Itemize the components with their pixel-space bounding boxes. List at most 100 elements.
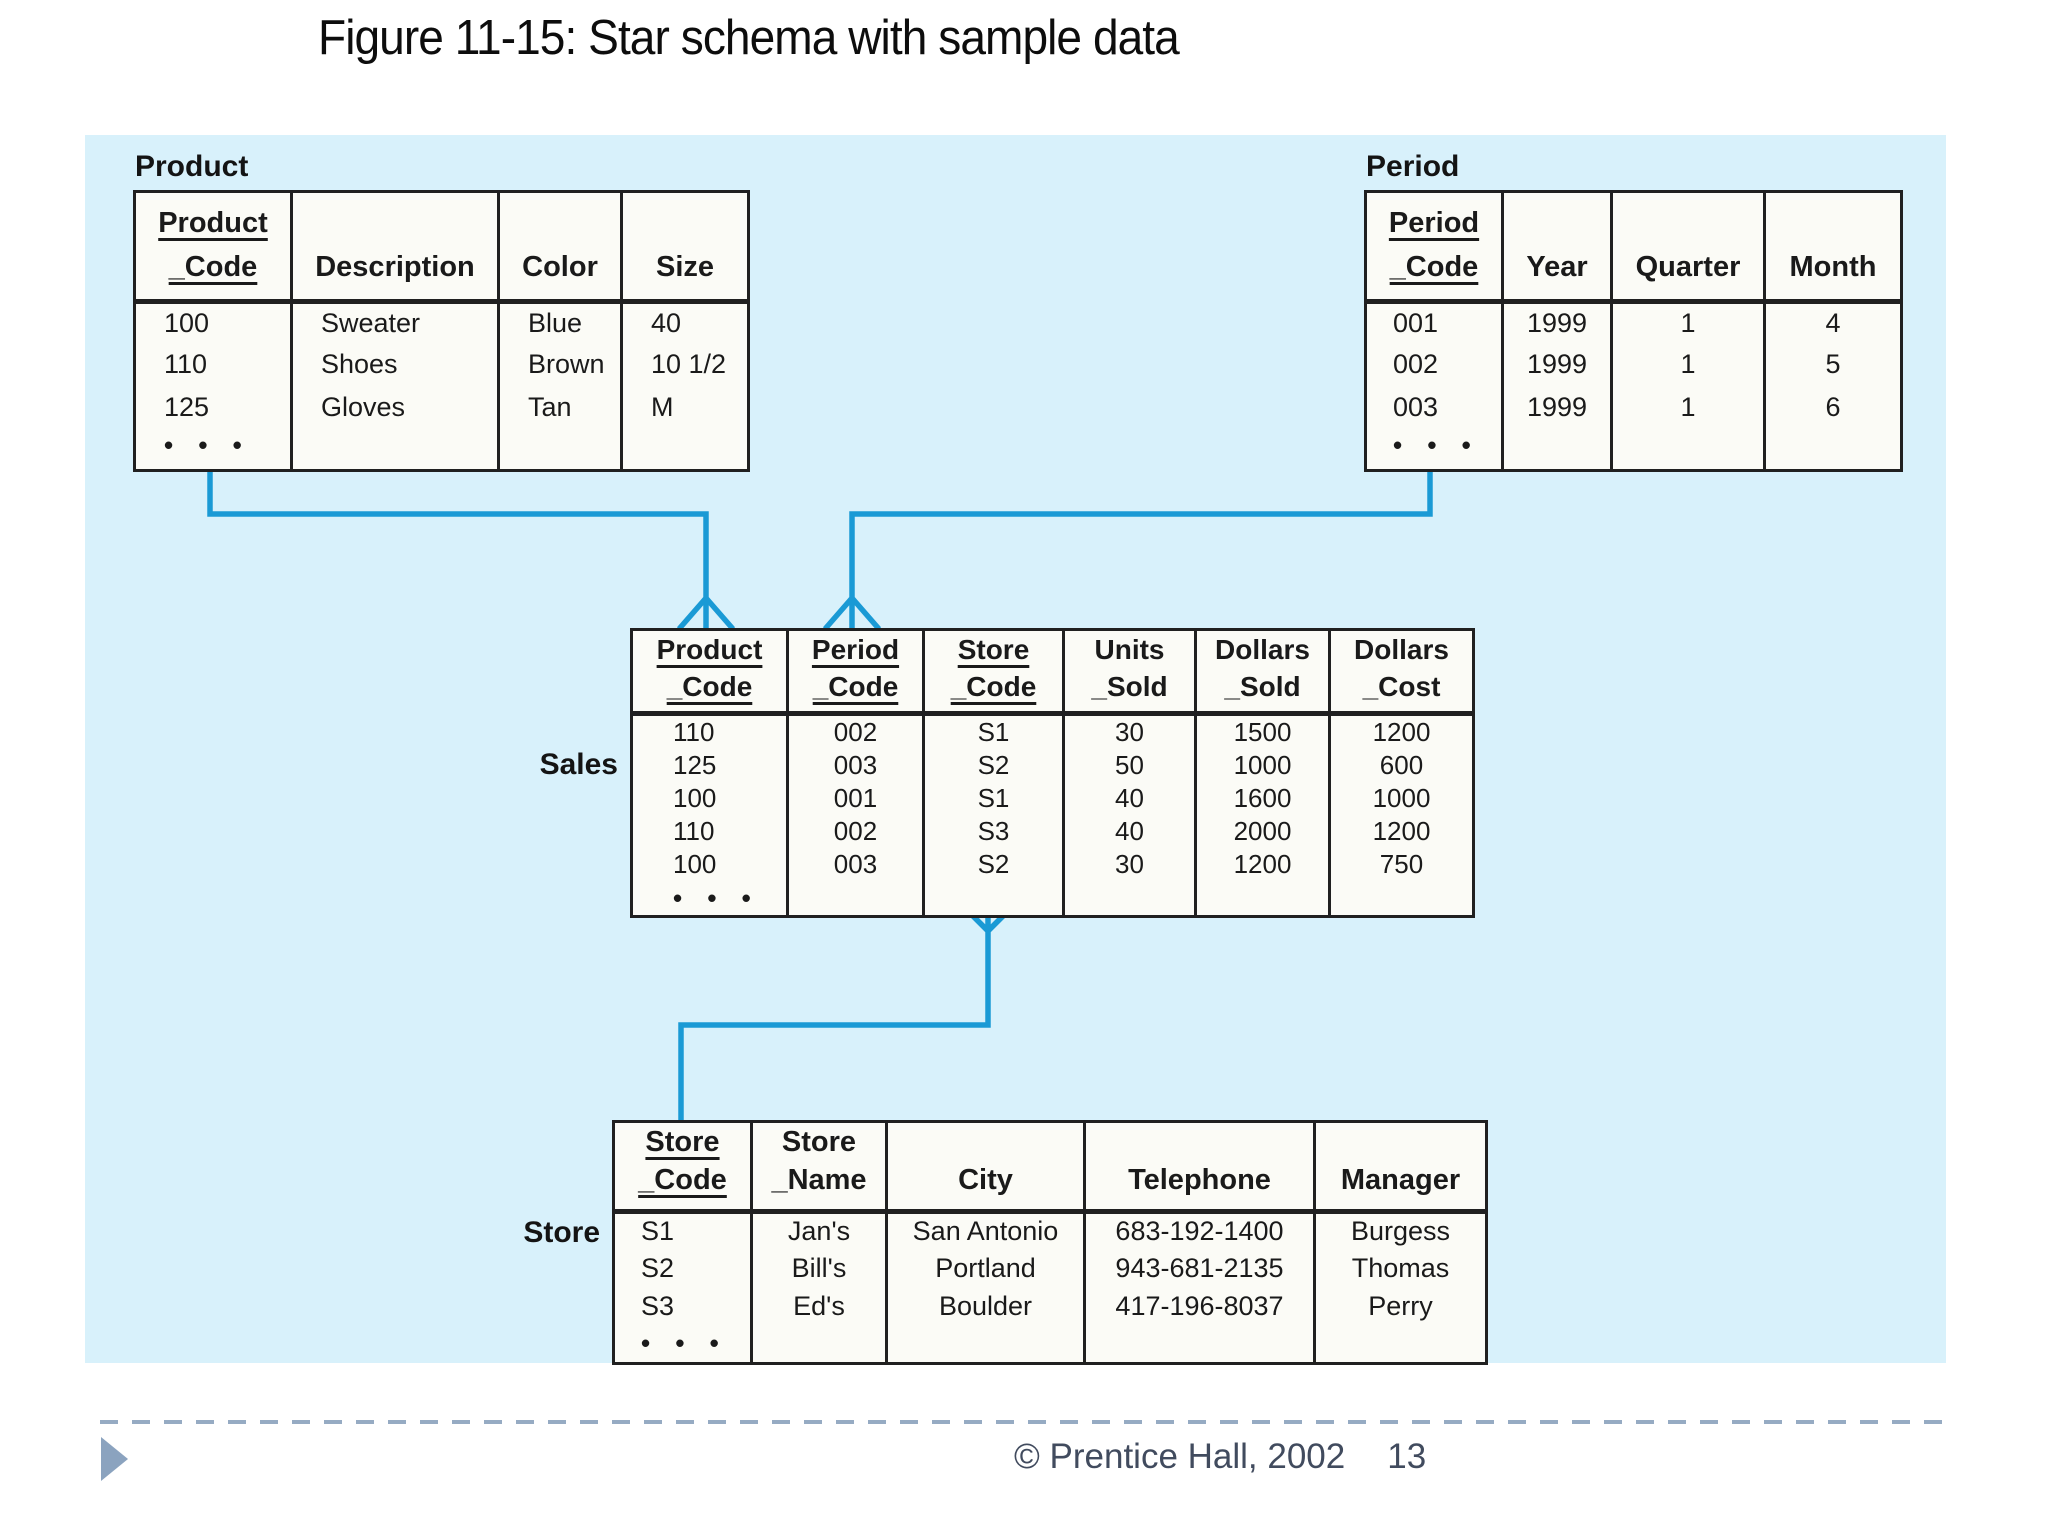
table-cell: 683-192-1400 bbox=[1083, 1210, 1316, 1250]
table-cell: San Antonio bbox=[885, 1210, 1086, 1250]
table-cell: 1 bbox=[1610, 386, 1766, 429]
table-cell: 110 bbox=[630, 712, 789, 749]
column-header: Dollars_Cost bbox=[1328, 628, 1475, 716]
column-header: Product_Code bbox=[630, 628, 789, 716]
table-cell: 1999 bbox=[1501, 299, 1613, 344]
table-cell: Jan's bbox=[750, 1210, 888, 1250]
table-cell: 002 bbox=[1364, 343, 1504, 386]
connector-period-sales bbox=[822, 470, 1433, 631]
table-cell: 110 bbox=[630, 815, 789, 848]
store-table-label: Store bbox=[523, 1216, 600, 1249]
table-cell bbox=[922, 881, 1065, 918]
table-cell bbox=[1194, 881, 1331, 918]
table-cell: 1200 bbox=[1328, 712, 1475, 749]
table-cell: S2 bbox=[612, 1249, 753, 1288]
table-cell: S3 bbox=[922, 815, 1065, 848]
table-cell: S1 bbox=[612, 1210, 753, 1250]
table-cell: 1000 bbox=[1328, 782, 1475, 815]
column-header: Telephone bbox=[1083, 1120, 1316, 1214]
table-cell: S2 bbox=[922, 749, 1065, 782]
table-cell: S2 bbox=[922, 848, 1065, 881]
ellipsis-row: • • • bbox=[133, 428, 750, 473]
column-header: Quarter bbox=[1610, 190, 1766, 304]
table-cell: 1200 bbox=[1194, 848, 1331, 881]
page-number: 13 bbox=[1387, 1437, 1427, 1476]
table-cell: 417-196-8037 bbox=[1083, 1287, 1316, 1326]
table-cell: 001 bbox=[786, 782, 925, 815]
table-cell bbox=[1763, 428, 1903, 473]
table-cell: 1600 bbox=[1194, 782, 1331, 815]
connector-product-sales bbox=[207, 470, 736, 631]
table-cell: 2000 bbox=[1194, 815, 1331, 848]
table-cell: Gloves bbox=[290, 386, 500, 429]
table-cell bbox=[290, 428, 500, 473]
ellipsis-row: • • • bbox=[1364, 428, 1903, 473]
ellipsis: • • • bbox=[1364, 428, 1504, 473]
column-header: Store_Code bbox=[922, 628, 1065, 716]
column-header: City bbox=[885, 1120, 1086, 1214]
table-cell: 125 bbox=[630, 749, 789, 782]
table-cell: 125 bbox=[133, 386, 293, 429]
table-cell: 30 bbox=[1062, 848, 1197, 881]
table-cell bbox=[1062, 881, 1197, 918]
column-header: Period_Code bbox=[786, 628, 925, 716]
table-cell bbox=[1083, 1325, 1316, 1365]
table-cell: Thomas bbox=[1313, 1249, 1488, 1288]
slide-nav-arrow-icon[interactable] bbox=[101, 1437, 128, 1481]
table-cell: Brown bbox=[497, 343, 623, 386]
table-cell: 110 bbox=[133, 343, 293, 386]
table-cell: 1200 bbox=[1328, 815, 1475, 848]
period-table-label: Period bbox=[1366, 150, 1460, 183]
ellipsis-row: • • • bbox=[630, 881, 1475, 918]
table-cell bbox=[1328, 881, 1475, 918]
table-cell: 100 bbox=[630, 782, 789, 815]
table-cell: 001 bbox=[1364, 299, 1504, 344]
column-header: Year bbox=[1501, 190, 1613, 304]
table-cell bbox=[620, 428, 750, 473]
column-header: Manager bbox=[1313, 1120, 1488, 1214]
column-header: Product_Code bbox=[133, 190, 293, 304]
table-cell: 40 bbox=[1062, 815, 1197, 848]
table-cell: 10 1/2 bbox=[620, 343, 750, 386]
footer-divider bbox=[100, 1420, 1945, 1424]
table-cell: S3 bbox=[612, 1287, 753, 1326]
table-cell: 40 bbox=[620, 299, 750, 344]
table-cell bbox=[497, 428, 623, 473]
table-cell: Sweater bbox=[290, 299, 500, 344]
table-cell: Perry bbox=[1313, 1287, 1488, 1326]
ellipsis-row: • • • bbox=[612, 1325, 1488, 1365]
column-header: Dollars_Sold bbox=[1194, 628, 1331, 716]
table-cell bbox=[1313, 1325, 1488, 1365]
table-cell: Shoes bbox=[290, 343, 500, 386]
table-cell: Ed's bbox=[750, 1287, 888, 1326]
column-header: Month bbox=[1763, 190, 1903, 304]
table-cell: S1 bbox=[922, 712, 1065, 749]
table-cell bbox=[750, 1325, 888, 1365]
table-cell: 50 bbox=[1062, 749, 1197, 782]
table-cell bbox=[1610, 428, 1766, 473]
table-cell: M bbox=[620, 386, 750, 429]
table-cell: 5 bbox=[1763, 343, 1903, 386]
table-cell: Boulder bbox=[885, 1287, 1086, 1326]
column-header: Period_Code bbox=[1364, 190, 1504, 304]
table-cell: 100 bbox=[630, 848, 789, 881]
table-cell: S1 bbox=[922, 782, 1065, 815]
